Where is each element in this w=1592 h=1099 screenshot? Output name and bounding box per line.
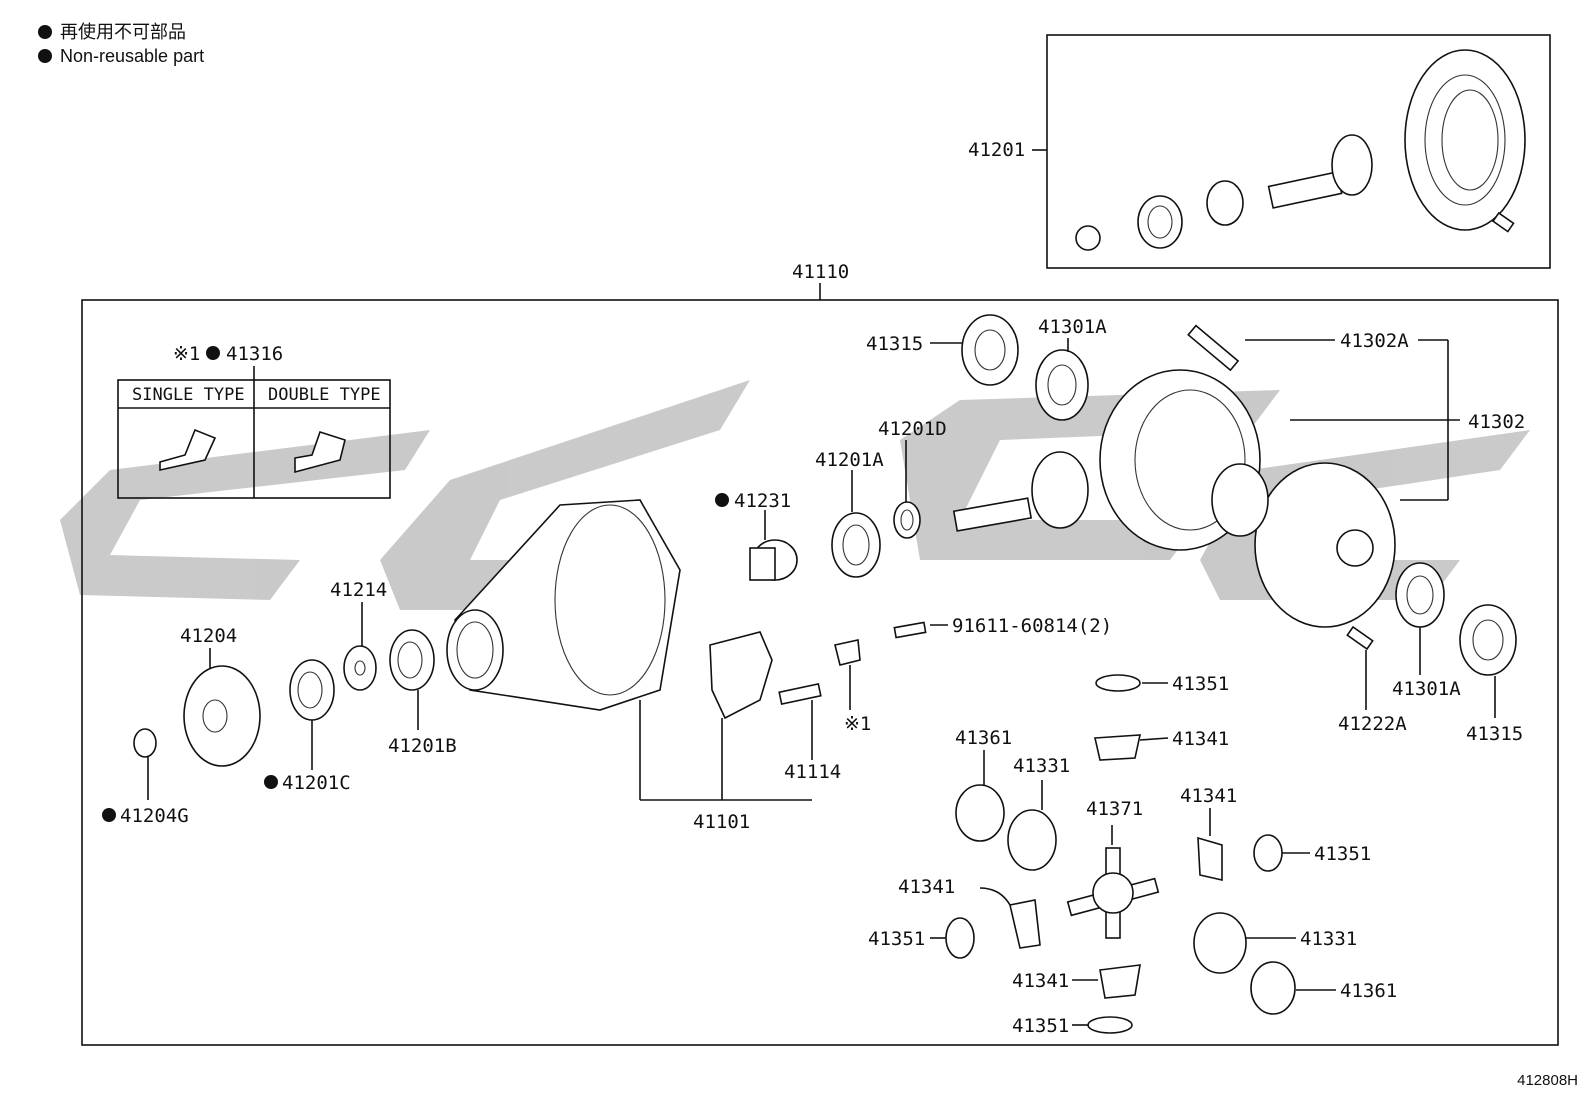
part-label-41341-a: 41341 bbox=[1172, 728, 1229, 750]
pinion-shaft-drawing bbox=[1075, 134, 1515, 251]
legend-text-jp: 再使用不可部品 bbox=[60, 22, 186, 42]
thrust-washer-bottom-drawing bbox=[1087, 1016, 1133, 1034]
non-reusable-dot-icon bbox=[38, 25, 52, 39]
companion-flange-drawing bbox=[183, 665, 261, 767]
cap-bolt-drawing bbox=[778, 683, 822, 705]
carrier-housing-drawing bbox=[446, 499, 681, 711]
thrust-washer-drawing bbox=[1095, 674, 1141, 692]
double-clip-drawing bbox=[294, 431, 346, 474]
pinion-gear-right-drawing bbox=[1197, 836, 1223, 882]
part-label-41222A: 41222A bbox=[1338, 713, 1407, 735]
part-label-41110: 41110 bbox=[792, 261, 849, 283]
part-label-41201A: 41201A bbox=[815, 449, 884, 471]
front-bearing-drawing bbox=[389, 629, 435, 691]
oil-seal-drawing bbox=[289, 659, 335, 721]
adjusting-washer-drawing bbox=[893, 501, 921, 539]
ring-gear-bolt-drawing bbox=[1187, 324, 1240, 372]
side-gear-washer-drawing bbox=[955, 784, 1005, 842]
part-label-41204G: 41204G bbox=[120, 805, 189, 827]
part-label-91611-60814: 91611-60814(2) bbox=[952, 615, 1112, 637]
part-label-41231: 41231 bbox=[734, 490, 791, 512]
part-label-41351-d: 41351 bbox=[1012, 1015, 1069, 1037]
part-label-41371: 41371 bbox=[1086, 798, 1143, 820]
note-mark-1b: ※1 bbox=[844, 713, 871, 735]
part-label-41315-upper: 41315 bbox=[866, 333, 923, 355]
side-washer-right-drawing bbox=[1250, 961, 1296, 1015]
part-label-41214: 41214 bbox=[330, 579, 387, 601]
part-label-41201: 41201 bbox=[968, 139, 1025, 161]
pinion-gear-left-drawing bbox=[1009, 899, 1041, 949]
part-label-41351-c: 41351 bbox=[868, 928, 925, 950]
part-label-41101: 41101 bbox=[693, 811, 750, 833]
part-label-41331-a: 41331 bbox=[1013, 755, 1070, 777]
legend: 再使用不可部品 Non-reusable part bbox=[38, 20, 204, 68]
part-label-41201D: 41201D bbox=[878, 418, 947, 440]
non-reusable-dot-icon bbox=[38, 49, 52, 63]
single-clip-drawing bbox=[159, 428, 217, 471]
legend-text-en: Non-reusable part bbox=[60, 46, 205, 66]
part-label-41316: 41316 bbox=[226, 343, 283, 365]
drive-pinion-drawing bbox=[952, 451, 1089, 532]
part-label-41361-b: 41361 bbox=[1340, 980, 1397, 1002]
lock-plate-drawing bbox=[834, 639, 861, 666]
part-label-41331-b: 41331 bbox=[1300, 928, 1357, 950]
part-label-41201B: 41201B bbox=[388, 735, 457, 757]
pinion-gear-set-box bbox=[1046, 34, 1551, 269]
part-label-41341-c: 41341 bbox=[898, 876, 955, 898]
lock-bolt-drawing bbox=[893, 621, 927, 639]
spacer-washer-drawing bbox=[343, 645, 377, 691]
part-label-41302: 41302 bbox=[1468, 411, 1525, 433]
part-label-41315-lower: 41315 bbox=[1466, 723, 1523, 745]
rear-bearing-drawing bbox=[831, 512, 881, 578]
part-label-41302A: 41302A bbox=[1340, 330, 1409, 352]
ring-gear-drawing bbox=[1404, 49, 1526, 231]
non-reusable-dot-icon bbox=[715, 493, 729, 507]
flange-nut-drawing bbox=[133, 728, 157, 758]
part-label-41301A-lower: 41301A bbox=[1392, 678, 1461, 700]
part-label-41341-d: 41341 bbox=[1012, 970, 1069, 992]
part-label-41204: 41204 bbox=[180, 625, 237, 647]
part-label-41114: 41114 bbox=[784, 761, 841, 783]
side-bearing-upper-drawing bbox=[1035, 349, 1089, 421]
differential-case-drawing bbox=[1211, 462, 1396, 628]
figure-id: 412808H bbox=[1517, 1072, 1578, 1089]
pinion-gear-bottom-drawing bbox=[1099, 964, 1141, 999]
thrust-washer-right-drawing bbox=[1253, 834, 1283, 872]
side-gear-drawing bbox=[1007, 809, 1057, 871]
collapsible-spacer-drawing bbox=[749, 539, 798, 581]
side-bearing-lower-drawing bbox=[1395, 562, 1445, 628]
thrust-washer-left-drawing bbox=[945, 917, 975, 959]
part-label-41351-a: 41351 bbox=[1172, 673, 1229, 695]
non-reusable-dot-icon bbox=[102, 808, 116, 822]
legend-row-en: Non-reusable part bbox=[38, 44, 204, 68]
part-label-41351-b: 41351 bbox=[1314, 843, 1371, 865]
side-gear-right-drawing bbox=[1193, 912, 1247, 974]
side-seal-lower-drawing bbox=[1459, 604, 1517, 676]
bearing-cap-drawing bbox=[709, 631, 773, 720]
pinion-gear-drawing bbox=[1094, 734, 1142, 761]
legend-row-jp: 再使用不可部品 bbox=[38, 20, 204, 44]
non-reusable-dot-icon bbox=[264, 775, 278, 789]
part-label-41341-b: 41341 bbox=[1180, 785, 1237, 807]
double-type-header: DOUBLE TYPE bbox=[268, 385, 381, 405]
pinion-shaft-cross-drawing bbox=[1066, 847, 1160, 939]
non-reusable-dot-icon bbox=[206, 346, 220, 360]
part-label-41361-a: 41361 bbox=[955, 727, 1012, 749]
part-label-41201C: 41201C bbox=[282, 772, 351, 794]
part-label-41301A-upper: 41301A bbox=[1038, 316, 1107, 338]
side-seal-upper-drawing bbox=[961, 314, 1019, 386]
single-type-header: SINGLE TYPE bbox=[132, 385, 245, 405]
note-mark-1: ※1 bbox=[173, 343, 200, 365]
case-bolt-drawing bbox=[1346, 625, 1374, 651]
